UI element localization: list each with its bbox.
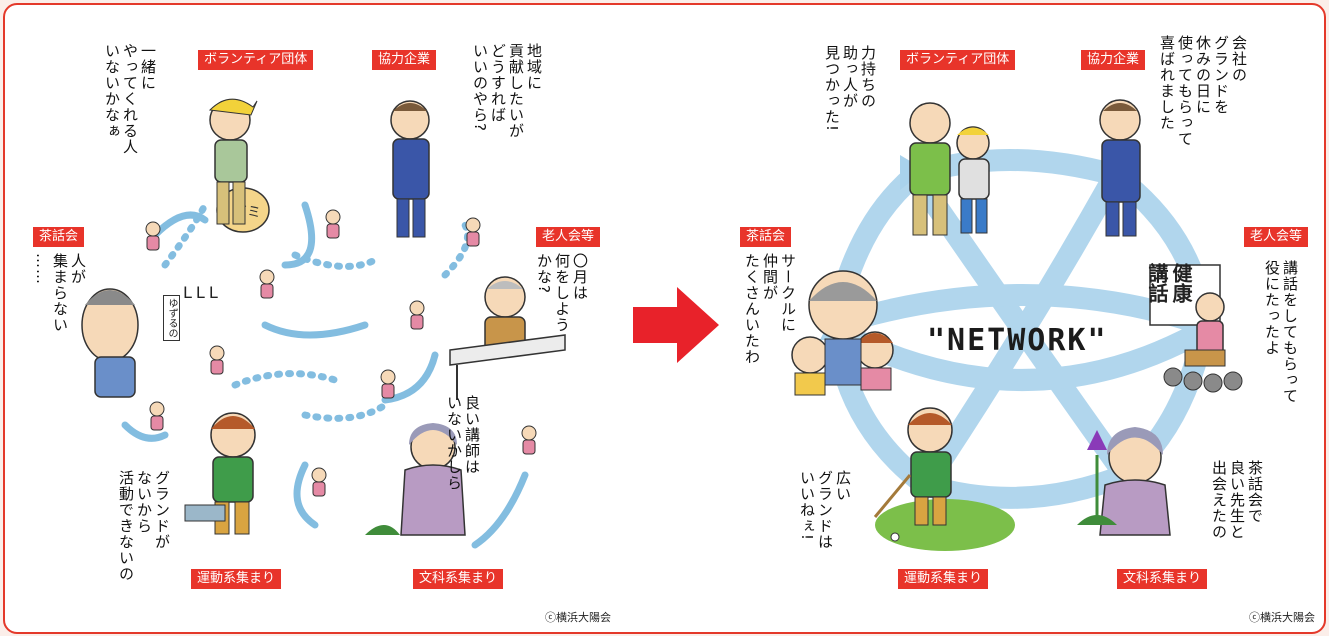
quote-tea-left: 人が 集まらない …… (33, 253, 87, 333)
label-volunteer-right: ボランティア団体 (900, 50, 1016, 70)
network-title: "NETWORK" (927, 323, 1108, 358)
label-tea-left: 茶話会 (33, 227, 85, 247)
quote-company-right: 会社の グランドを 休みの日に 使ってもらって 喜ばれました (1158, 35, 1248, 147)
quote-sports-left: グランドが ないから 活動できないの (117, 470, 171, 582)
illustration-frame: ゴミ (3, 3, 1326, 634)
copyright-left: ⓒ横浜大陽会 (545, 611, 611, 624)
quote-culture-left: 良い講師は いないかしら (445, 395, 481, 491)
label-volunteer-left: ボランティア団体 (198, 50, 314, 70)
post-sign: ゆずるの (163, 295, 180, 341)
label-culture-left: 文科系集まり (413, 569, 504, 589)
quote-tea-right: サークルに 仲間が たくさんいたわ (743, 253, 797, 365)
label-sports-right: 運動系集まり (898, 569, 989, 589)
label-culture-right: 文科系集まり (1117, 569, 1208, 589)
quote-elder-right: 講話をしてもらって 役にたったよ (1263, 260, 1299, 404)
transition-arrow-icon (633, 287, 719, 363)
quote-company-left: 地域に 貢献したいが どうすれば いいのやら? (471, 43, 543, 139)
copyright-right: ⓒ横浜大陽会 (1249, 611, 1315, 624)
label-tea-right: 茶話会 (740, 227, 792, 247)
label-company-right: 協力企業 (1081, 50, 1146, 70)
label-sports-left: 運動系集まり (191, 569, 282, 589)
label-elder-right: 老人会等 (1244, 227, 1309, 247)
network-diagram (791, 99, 1243, 551)
label-elder-left: 老人会等 (536, 227, 601, 247)
quote-volunteer-left: 一緒に やってくれる人 いないかなぁ (103, 43, 157, 155)
quote-volunteer-right: 力持ちの 助っ人が 見つかった! (823, 45, 877, 133)
label-company-left: 協力企業 (372, 50, 437, 70)
left-scene-illustration: ゴミ (81, 98, 566, 549)
quote-culture-right: 茶話会で 良い先生と 出会えたの (1210, 460, 1264, 540)
thought-bubble-text: LLL (183, 283, 222, 302)
lecture-board-text: 健康 講話 (1145, 263, 1193, 303)
quote-elder-left: 〇月は 何をしよう かな? (535, 253, 589, 333)
quote-sports-right: 広い グランドは いいねぇ! (798, 470, 852, 550)
